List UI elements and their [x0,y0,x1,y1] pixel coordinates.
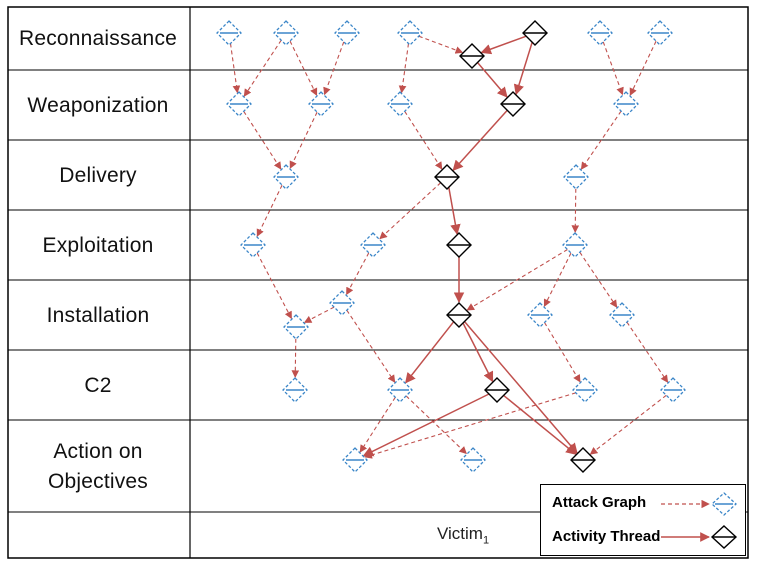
legend-symbols [661,492,738,549]
attack-graph-node [647,20,673,46]
attack-graph-node [562,232,588,258]
edges-layer [229,35,669,459]
activity-thread-edge [480,35,527,55]
attack-graph-edge [256,184,283,237]
phase-label-c2: C2 [84,374,112,397]
attack-graph-node [360,232,386,258]
activity-thread-edge [503,394,577,455]
activity-thread-node [484,377,510,403]
legend-attack-graph-label: Attack Graph [552,494,647,511]
attack-graph-edge [629,40,657,96]
activity-thread-node [459,43,485,69]
activity-thread-node [434,164,460,190]
legend-activity-thread-label: Activity Thread [552,528,661,545]
attack-graph-edge [323,41,345,96]
attack-graph-edge [466,249,568,311]
attack-graph-edge [256,252,292,320]
legend-attack-node-icon [711,492,737,516]
attack-graph-node [342,447,368,473]
attack-graph-node [609,302,635,328]
attack-graph-edge [291,338,300,378]
attack-graph-node [387,377,413,403]
activity-thread-edge [452,109,508,171]
phase-label-reconnaissance: Reconnaissance [18,27,178,50]
activity-thread-edge [462,322,494,383]
attack-graph-edge [544,322,581,383]
activity-thread-edge [476,62,508,98]
attack-graph-node [334,20,360,46]
attack-graph-node [460,447,486,473]
attack-graph-edge [580,110,622,170]
activity-thread-node [446,302,472,328]
nodes-layer [216,20,686,473]
activity-thread-edge [513,41,533,96]
attack-graph-edge [303,306,335,323]
phase-label-action-on-objectives: Action on Objectives [47,440,149,493]
attack-graph-node [283,314,309,340]
attack-graph-node [273,164,299,190]
attack-graph-edge [404,111,443,170]
attack-graph-edge [571,188,580,233]
legend: Attack Graph Activity Thread [540,484,746,556]
attack-graph-edge [243,111,282,170]
attack-graph-node [660,377,686,403]
phase-label-delivery: Delivery [59,164,137,187]
attack-graph-edge [589,394,667,455]
attack-graph-edge [289,111,318,169]
attack-graph-edge [289,40,318,96]
attack-graph-node [527,302,553,328]
attack-graph-node [216,20,242,46]
attack-graph-node [613,91,639,117]
activity-thread-node [570,447,596,473]
attack-graph-node [397,20,423,46]
attack-graph-edge [602,41,624,96]
attack-graph-node [572,377,598,403]
activity-thread-node [522,20,548,46]
activity-thread-node [500,91,526,117]
attack-graph-edge [364,392,576,459]
activity-thread-edge [448,187,461,235]
phase-grid [7,6,749,559]
victim-subscript: 1 [482,534,490,547]
victim-label: Victim1 [437,524,489,546]
attack-graph-edge [346,309,396,383]
phase-label-weaponization: Weaponization [27,94,169,117]
activity-thread-edge [405,321,455,384]
attack-graph-node [273,20,299,46]
phase-label-installation: Installation [46,304,150,327]
attack-graph-edge [359,397,396,453]
attack-graph-edge [243,39,282,97]
attack-graph-edge [626,321,669,383]
attack-graph-node [387,91,413,117]
legend-thread-node-icon [710,525,738,549]
attack-graph-edge [229,43,241,94]
attack-graph-edge [346,252,370,296]
attack-graph-edge [405,395,467,455]
attack-graph-edge [398,43,410,94]
attack-graph-node [282,377,308,403]
attack-graph-edge [379,182,442,240]
activity-thread-edge [362,393,490,457]
attack-graph-node [308,91,334,117]
attack-graph-edge [543,252,572,307]
activity-thread-edge [463,321,578,454]
attack-graph-node [587,20,613,46]
attack-graph-node [329,290,355,316]
grid-border [7,6,749,559]
attack-graph-node [226,91,252,117]
phase-label-exploitation: Exploitation [42,234,154,257]
attack-graph-node [563,164,589,190]
attack-graph-node [240,232,266,258]
victim-text: Victim [437,524,483,543]
attack-graph-edge [418,35,464,54]
activity-thread-node [446,232,472,258]
